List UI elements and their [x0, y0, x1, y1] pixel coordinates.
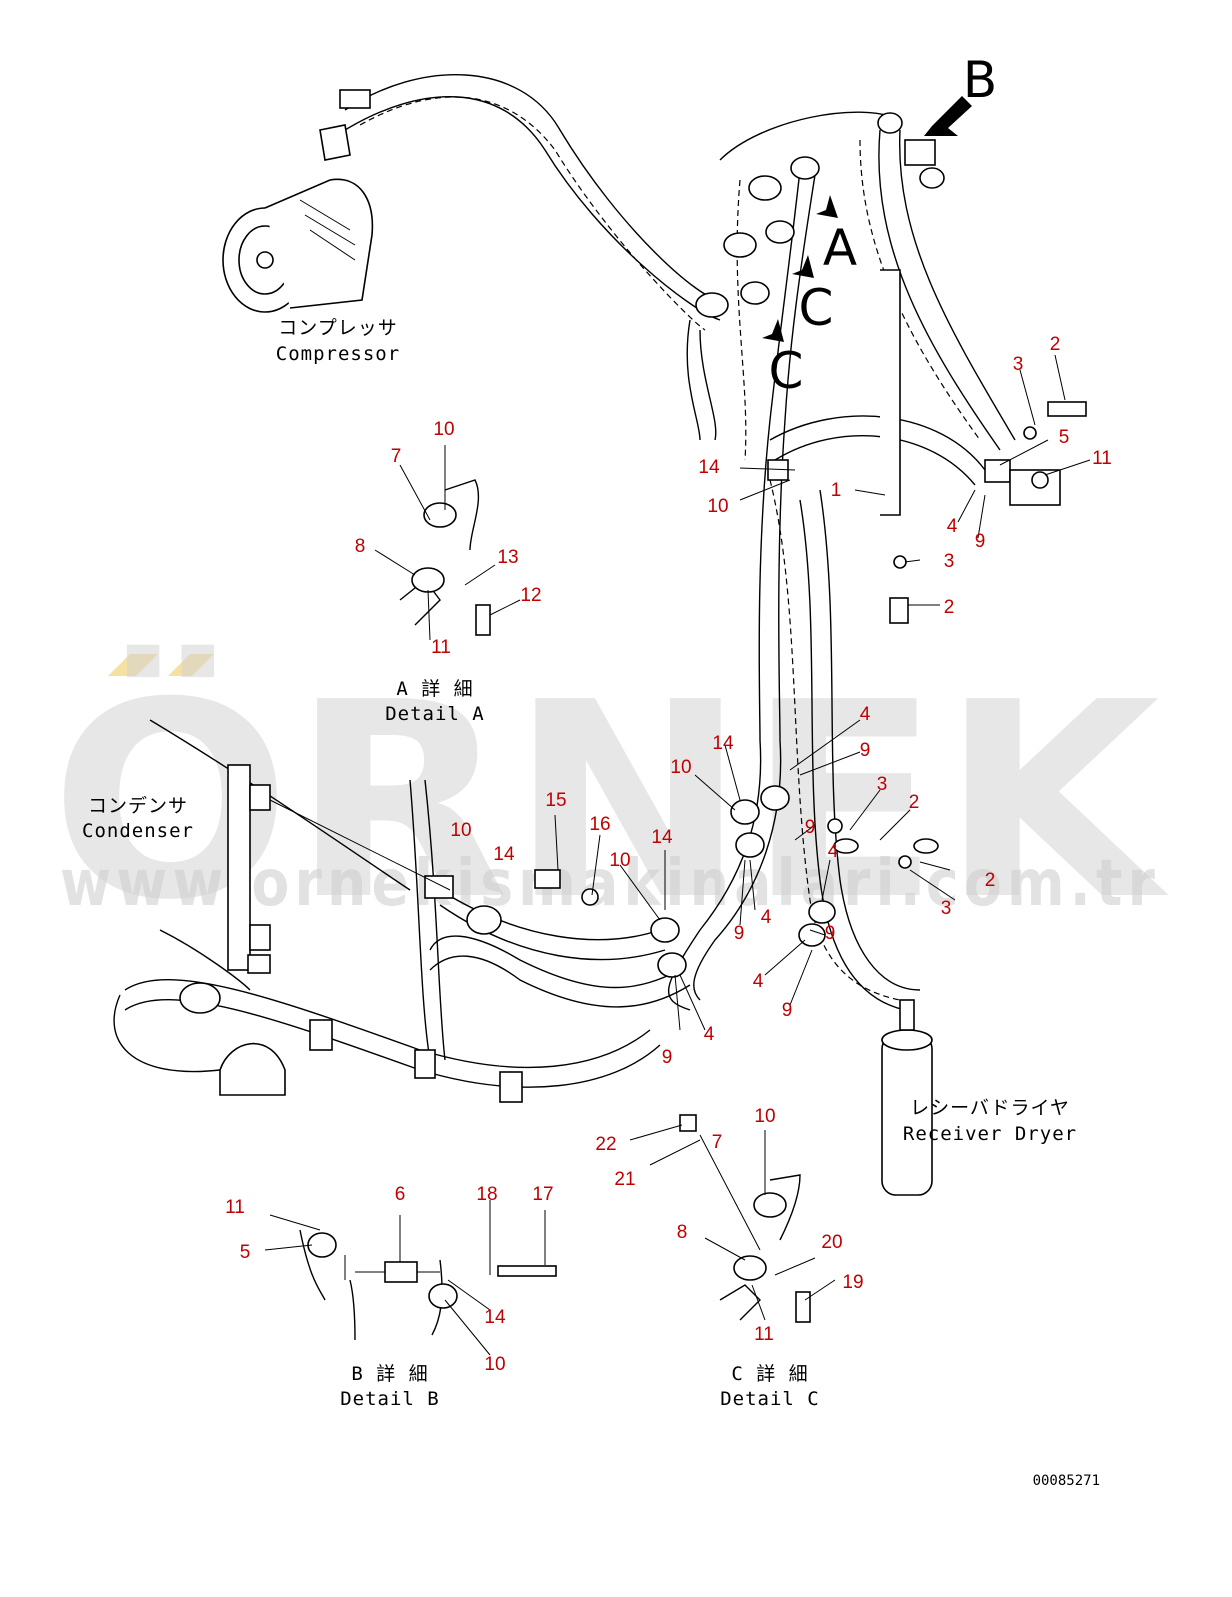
view-arrows — [754, 96, 972, 342]
drawing-code: 00085271 — [1033, 1473, 1100, 1489]
callout-2b: 2 — [944, 597, 955, 618]
detail-c-en: Detail C — [720, 1388, 820, 1410]
callout-3b: 3 — [944, 551, 955, 572]
callout-2: 2 — [1050, 334, 1061, 355]
clamps — [179, 112, 1087, 1103]
watermark: ÖRNEK www.ornekismakinalari.com.tr — [50, 642, 1171, 959]
condenser — [227, 764, 271, 974]
callout-4c: 4 — [860, 704, 871, 725]
callout-b-6: 6 — [395, 1184, 406, 1205]
callout-14c: 14 — [712, 733, 734, 754]
callout-c-20: 20 — [821, 1232, 842, 1253]
callout-3: 3 — [1013, 354, 1024, 375]
view-letter-c1: C — [799, 279, 834, 337]
callout-c-11: 11 — [754, 1324, 774, 1345]
detail-b-en: Detail B — [340, 1388, 440, 1410]
callout-2c: 2 — [909, 792, 920, 813]
hose-network — [113, 74, 1016, 1088]
compressor-label-ja: コンプレッサ — [278, 317, 397, 339]
callout-10c: 10 — [670, 757, 691, 778]
detail-b-label: B 詳 細 Detail B — [340, 1363, 440, 1410]
callout-b-11: 11 — [225, 1197, 245, 1218]
callout-c-8: 8 — [677, 1222, 688, 1243]
receiver-dryer-label-en: Receiver Dryer — [903, 1123, 1077, 1145]
callout-5: 5 — [1059, 427, 1070, 448]
callout-4e: 4 — [828, 841, 839, 862]
callout-10e: 10 — [609, 850, 630, 871]
callout-a-10: 10 — [433, 419, 454, 440]
view-letters: B A C C — [769, 51, 998, 400]
callout-c-7: 7 — [712, 1132, 723, 1153]
callout-a-12: 12 — [520, 585, 541, 606]
compressor-label: コンプレッサ Compressor — [276, 317, 400, 365]
callout-3c: 3 — [877, 774, 888, 795]
callout-9g: 9 — [782, 1000, 793, 1021]
compressor — [222, 89, 374, 313]
view-letter-a: A — [823, 219, 857, 277]
callout-4f: 4 — [753, 971, 764, 992]
compressor-label-en: Compressor — [276, 343, 400, 365]
callout-4g: 4 — [704, 1024, 715, 1045]
callouts: 10 7 8 13 12 11 2 3 5 11 14 10 1 4 9 3 2… — [225, 334, 1112, 1375]
detail-c-ja: C 詳 細 — [731, 1363, 808, 1385]
detail-c-drawing — [679, 1114, 811, 1323]
receiver-dryer-label: レシーバドライヤ Receiver Dryer — [903, 1097, 1077, 1145]
callout-14: 14 — [698, 457, 720, 478]
callout-15: 15 — [545, 790, 566, 811]
callout-c-21: 21 — [614, 1169, 635, 1190]
callout-9f: 9 — [825, 923, 836, 944]
callout-14e: 14 — [651, 827, 673, 848]
callout-1: 1 — [831, 480, 842, 501]
condenser-label-en: Condenser — [82, 820, 194, 842]
callout-a-11: 11 — [431, 637, 451, 658]
callout-4d: 4 — [761, 907, 772, 928]
callout-b-10: 10 — [484, 1354, 505, 1375]
callout-10d: 10 — [450, 820, 471, 841]
view-letter-b: B — [963, 51, 997, 109]
callout-9: 9 — [975, 531, 986, 552]
view-letter-c2: C — [769, 342, 804, 400]
leader-lines — [264, 354, 1091, 1356]
detail-a-ja: A 詳 細 — [396, 678, 473, 700]
callout-b-5: 5 — [240, 1242, 251, 1263]
callout-2d: 2 — [985, 870, 996, 891]
callout-3d: 3 — [941, 898, 952, 919]
detail-a-en: Detail A — [385, 703, 485, 725]
detail-a-drawing — [399, 479, 491, 636]
callout-a-8: 8 — [355, 536, 366, 557]
callout-11: 11 — [1092, 448, 1112, 469]
callout-9e: 9 — [734, 923, 745, 944]
callout-16: 16 — [589, 814, 610, 835]
receiver-dryer-label-ja: レシーバドライヤ — [910, 1097, 1070, 1119]
callout-b-18: 18 — [476, 1184, 497, 1205]
callout-b-17: 17 — [532, 1184, 553, 1205]
callout-a-13: 13 — [497, 547, 518, 568]
receiver-dryer — [881, 999, 933, 1196]
detail-b-ja: B 詳 細 — [351, 1363, 428, 1385]
callout-4: 4 — [947, 516, 958, 537]
callout-9h: 9 — [662, 1047, 673, 1068]
detail-a-label: A 詳 細 Detail A — [385, 678, 485, 725]
callout-10: 10 — [707, 496, 728, 517]
callout-c-19: 19 — [842, 1272, 863, 1293]
callout-9c: 9 — [860, 740, 871, 761]
callout-c-10: 10 — [754, 1106, 775, 1127]
condenser-label-ja: コンデンサ — [88, 795, 188, 817]
detail-c-label: C 詳 細 Detail C — [720, 1363, 820, 1410]
condenser-label: コンデンサ Condenser — [82, 795, 194, 842]
callout-c-22: 22 — [595, 1134, 616, 1155]
callout-14d: 14 — [493, 844, 515, 865]
callout-a-7: 7 — [391, 446, 402, 467]
callout-9d: 9 — [805, 817, 816, 838]
detail-b-drawing — [299, 1229, 557, 1341]
callout-b-14: 14 — [484, 1307, 506, 1328]
